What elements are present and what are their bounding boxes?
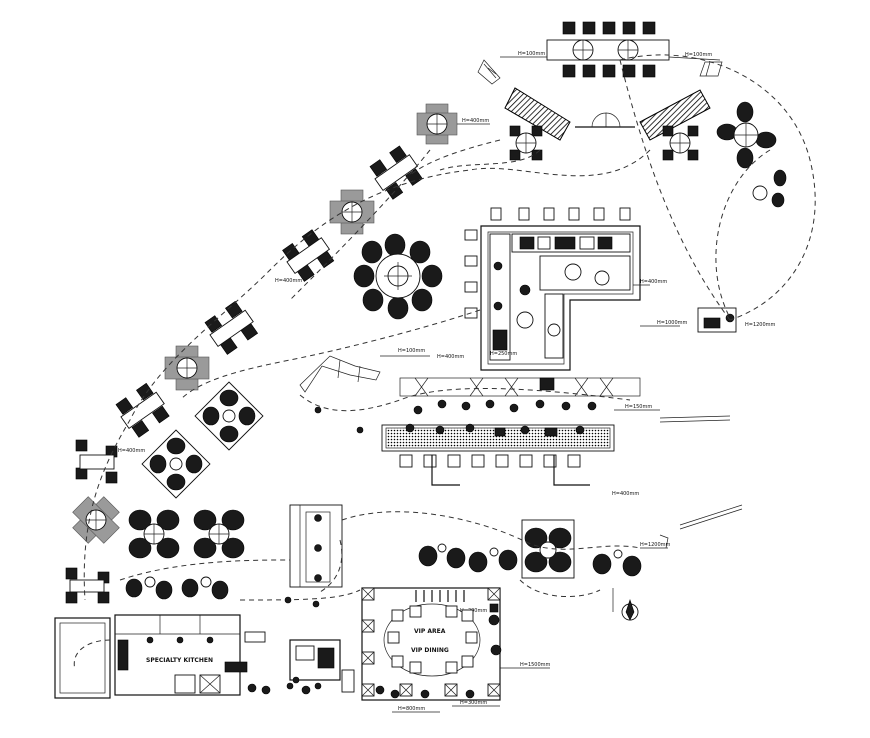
svg-text:H=300mm: H=300mm (460, 700, 487, 706)
side-table-icon (752, 169, 787, 208)
table-chairs-top-row (562, 21, 656, 35)
service-counter-right: H=1200mm (697, 307, 776, 333)
vip-chairs (387, 605, 478, 674)
vip-area-label: VIP AREA (414, 628, 446, 635)
round-table-gray-3 (164, 345, 210, 391)
round-table-4-leaf-2 (193, 509, 245, 559)
diamond-table-upper (194, 381, 264, 451)
table-4-seat-left-1: H=400mm (75, 439, 145, 484)
round-table-gray-2 (329, 189, 375, 235)
open-kitchen-block: H=250mm H=400mm H=1000mm (464, 207, 688, 371)
round-table-4-leaf-1 (128, 509, 180, 559)
round-table-8-seat (353, 233, 443, 320)
round-tables-mid-row (418, 543, 518, 573)
table-4-seat-diag-2 (282, 229, 335, 282)
level-label-top: H=100mm (518, 51, 545, 57)
bar-back-railing (399, 377, 641, 397)
svg-text:H=1500mm: H=1500mm (520, 662, 551, 668)
circulation-paths (73, 54, 816, 671)
entrance-planters (504, 87, 711, 141)
banquette-panel (289, 504, 343, 588)
table-4-seat-diag-3 (204, 300, 259, 355)
compass-north-arrow-icon (621, 599, 639, 621)
svg-text:H=1000mm: H=1000mm (657, 320, 688, 326)
long-dining-table-top: H=100mm H=100mm (500, 21, 721, 78)
misc-fixtures (284, 406, 614, 684)
table-4-seat-diag-1 (369, 145, 423, 200)
vip-area: H=200mm VIP AREA VIP DINING H (361, 587, 551, 713)
specialty-kitchen-label: SPECIALTY KITCHEN (146, 657, 213, 664)
boardwalk-lines (659, 415, 743, 530)
svg-text:H=400mm: H=400mm (275, 278, 302, 284)
specialty-kitchen: SPECIALTY KITCHEN (114, 614, 266, 696)
bar-items (405, 423, 585, 437)
svg-text:H=800mm: H=800mm (398, 706, 425, 712)
svg-text:H=400mm: H=400mm (118, 448, 145, 454)
table-4-seat-entry-right (662, 125, 699, 161)
round-tables-right-pair: H=1200mm (592, 534, 671, 577)
bar-stools-bottom (399, 454, 581, 468)
svg-text:H=150mm: H=150mm (625, 404, 652, 410)
entry-stair-right (699, 61, 723, 77)
bottom-plant-row (247, 682, 322, 695)
kitchen-stools-top (490, 207, 631, 221)
bar-counter: H=150mm H=400mm (381, 377, 660, 497)
diamond-table-lower (141, 429, 211, 499)
table-4-seat-entry-left (509, 125, 543, 161)
svg-text:H=400mm: H=400mm (437, 354, 464, 360)
entry-stair-left (477, 59, 501, 85)
svg-text:H=100mm: H=100mm (398, 348, 425, 354)
svg-text:H=1200mm: H=1200mm (745, 322, 776, 328)
round-table-gray-4 (72, 496, 120, 544)
service-room-left (54, 617, 111, 699)
kitchen-equipment-top (519, 236, 613, 250)
vip-right-plants (488, 603, 502, 656)
vip-columns (361, 587, 501, 697)
vip-dining-label: VIP DINING (411, 647, 449, 654)
svg-text:H=250mm: H=250mm (490, 351, 517, 357)
double-door-icon (575, 112, 635, 128)
small-round-tables-bottom-left (125, 576, 229, 600)
table-4-seat-diag-4 (115, 382, 170, 438)
vip-bottom-plants (375, 685, 475, 699)
svg-text:H=100mm: H=100mm (685, 52, 712, 58)
table-lamp-icon (572, 39, 639, 61)
svg-text:H=400mm: H=400mm (462, 118, 489, 124)
ramp-stairs: H=100mm H=400mm (299, 348, 464, 393)
svg-text:H=400mm: H=400mm (640, 279, 667, 285)
vip-top-screen (415, 590, 465, 602)
square-table-4-leaf-right (521, 519, 575, 579)
svg-text:H=400mm: H=400mm (612, 491, 639, 497)
svg-text:H=200mm: H=200mm (460, 608, 487, 614)
round-table-gray-1: H=400mm (416, 103, 490, 145)
svg-text:H=1200mm: H=1200mm (640, 542, 671, 548)
long-table (546, 39, 670, 61)
kitchen-stools-left (464, 229, 478, 319)
round-table-4-seat-right (716, 101, 777, 169)
utility-block (289, 639, 355, 693)
table-4-seat-left-2 (65, 567, 110, 604)
table-chairs-bottom-row (562, 64, 656, 78)
bar-stools-top (413, 399, 597, 415)
